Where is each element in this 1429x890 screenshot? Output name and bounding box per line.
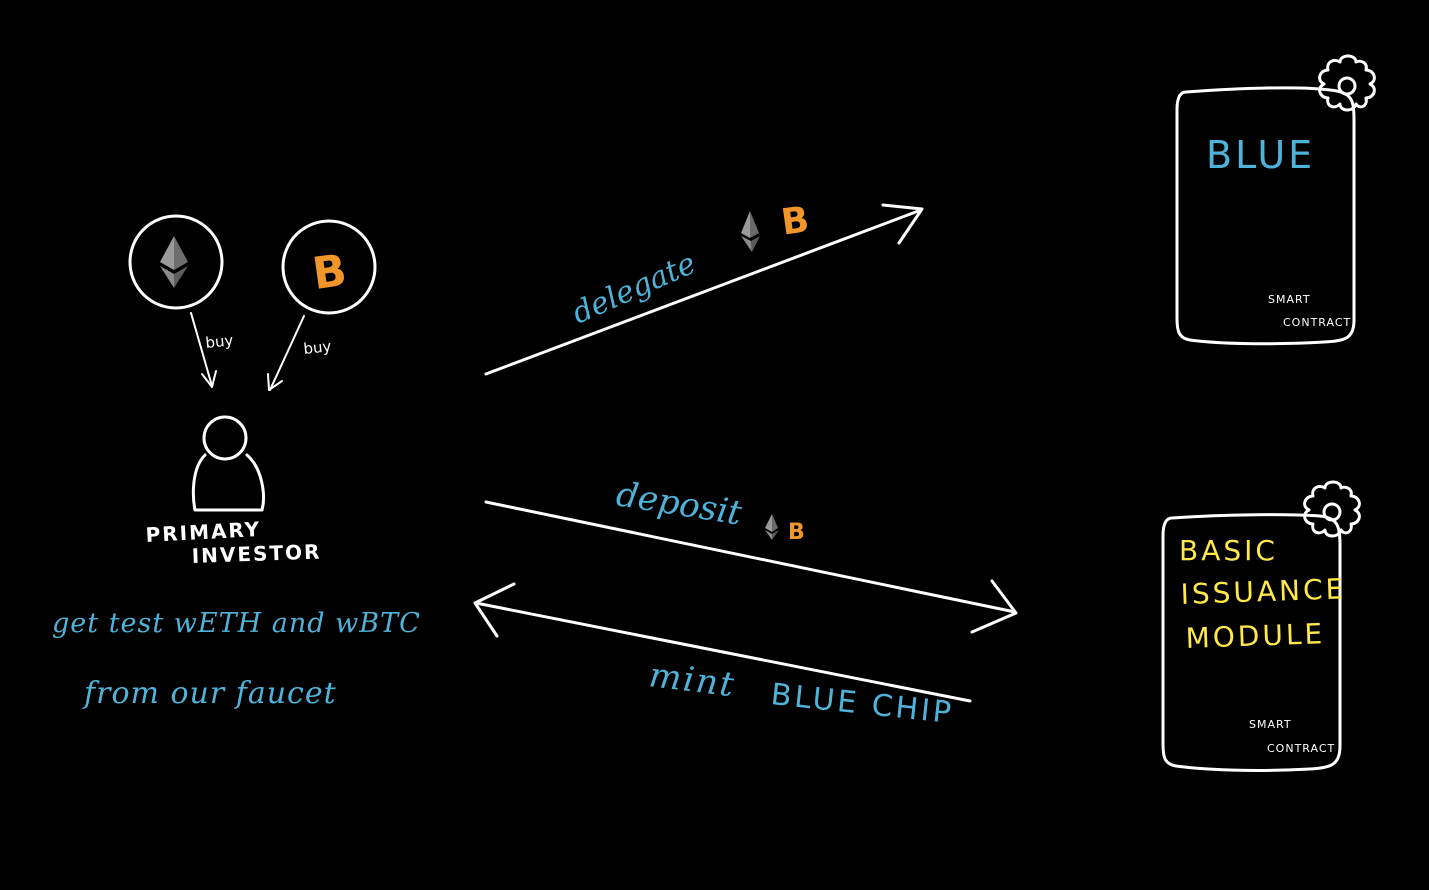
mint-arrow <box>473 582 972 703</box>
delegate-btc-icon: B <box>779 199 812 243</box>
blue-contract-footer-line2: CONTRACT <box>1283 316 1351 329</box>
blue-contract: BLUE SMART CONTRACT <box>1175 54 1376 346</box>
investor-role-line2: INVESTOR <box>191 539 322 568</box>
eth-token <box>128 214 224 310</box>
ethereum-icon <box>160 236 188 288</box>
issuance-footer-line2: CONTRACT <box>1267 742 1335 755</box>
buy-label-btc: buy <box>303 337 333 358</box>
buy-arrow-btc <box>267 315 305 391</box>
delegate-eth-icon <box>741 211 760 252</box>
issuance-title-line1: BASIC <box>1179 534 1278 567</box>
deposit-eth-icon <box>765 514 779 540</box>
issuance-title-line3: MODULE <box>1185 617 1326 655</box>
eth-token-circle <box>128 214 224 310</box>
deposit-label: deposit <box>614 474 745 533</box>
issuance-contract: BASIC ISSUANCE MODULE SMART CONTRACT <box>1161 480 1361 772</box>
btc-token-circle <box>281 219 377 315</box>
person-icon <box>191 415 265 512</box>
mint-label: mint <box>647 655 738 705</box>
issuance-title-line2: ISSUANCE <box>1180 572 1347 611</box>
gear-icon <box>1303 480 1361 538</box>
blue-contract-footer-line1: SMART <box>1268 293 1311 306</box>
mint-token-label: BLUE CHIP <box>769 677 955 731</box>
deposit-arrow <box>484 500 1018 634</box>
btc-token: B <box>281 219 377 315</box>
blue-contract-title: BLUE <box>1206 133 1315 177</box>
buy-label-eth: buy <box>205 331 235 352</box>
deposit-btc-icon: B <box>788 520 805 545</box>
delegate-arrow <box>484 203 924 376</box>
bitcoin-icon: B <box>309 245 349 300</box>
gear-icon <box>1318 54 1376 112</box>
faucet-note-line2: from our faucet <box>82 676 337 711</box>
buy-arrow-eth <box>190 312 217 388</box>
issuance-footer-line1: SMART <box>1249 718 1292 731</box>
faucet-note-line1: get test wETH and wBTC <box>52 608 421 639</box>
